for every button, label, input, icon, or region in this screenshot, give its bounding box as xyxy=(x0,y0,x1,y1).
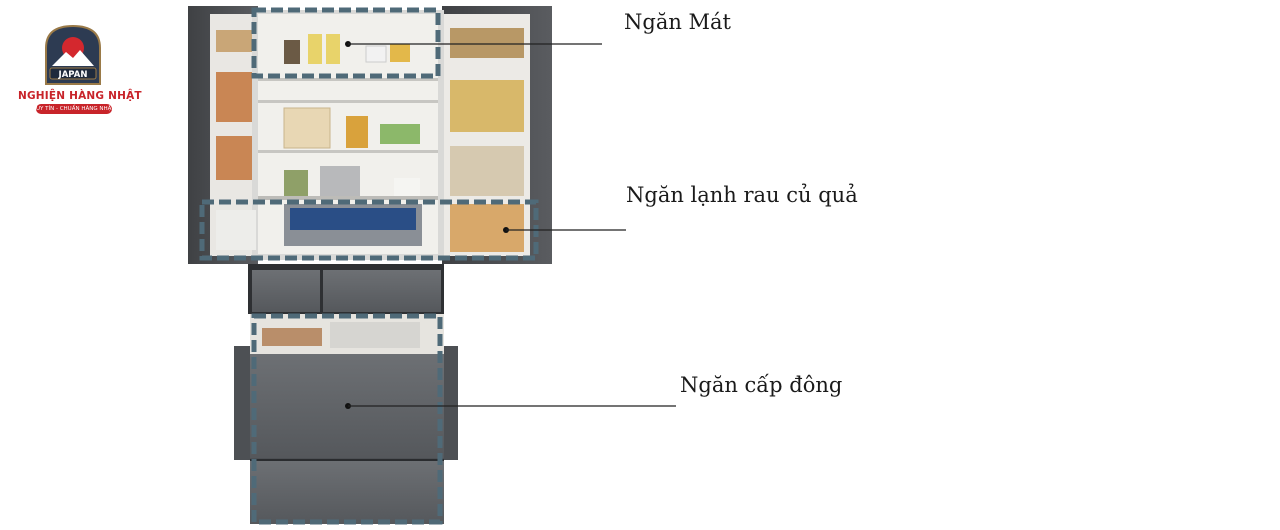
shelf xyxy=(258,150,438,153)
logo-brand-text: NGHIỆN HÀNG NHẬT xyxy=(18,90,142,102)
egg-tray xyxy=(394,178,420,196)
label-vegetable-compartment: Ngăn lạnh rau củ quả xyxy=(626,183,858,207)
jar xyxy=(390,44,410,62)
bottom-drawer xyxy=(250,460,444,524)
pot xyxy=(320,166,360,196)
door-bin xyxy=(450,80,524,132)
box xyxy=(283,107,331,149)
shelf xyxy=(258,100,438,103)
shelf xyxy=(258,196,438,200)
door-bin xyxy=(216,136,252,180)
salad-container xyxy=(380,124,420,144)
door-bin xyxy=(450,146,524,196)
callout-dot xyxy=(503,227,509,233)
shelf xyxy=(258,78,438,81)
door-bin xyxy=(450,28,524,58)
door-bin xyxy=(450,204,524,252)
freezer-compartment-outline xyxy=(251,313,443,525)
door-bin xyxy=(216,72,252,122)
logo-badge-text: JAPAN xyxy=(58,70,88,80)
refrigerator-illustration xyxy=(188,6,552,525)
vegetable-drawer-window xyxy=(290,208,416,230)
bottle xyxy=(308,34,322,64)
jar xyxy=(284,170,308,196)
brand-logo: JAPAN NGHIỆN HÀNG NHẬT UY TÍN - CHUẨN HÀ… xyxy=(18,22,142,118)
callout-dot xyxy=(345,41,351,47)
label-fridge-compartment: Ngăn Mát xyxy=(624,10,731,34)
door-bin xyxy=(216,30,252,52)
middle-drawer-left xyxy=(252,270,320,312)
pitcher xyxy=(346,116,368,148)
fridge-compartment-outline xyxy=(251,7,441,79)
label-freezer-compartment: Ngăn cấp đông xyxy=(680,373,843,397)
japan-badge-icon: JAPAN xyxy=(45,24,101,85)
door-bin xyxy=(216,210,256,250)
container xyxy=(365,45,387,63)
bottle xyxy=(326,34,340,64)
callout-dot xyxy=(345,403,351,409)
logo-slogan: UY TÍN - CHUẨN HÀNG NHẬT xyxy=(36,104,115,114)
jar xyxy=(284,40,300,64)
middle-drawer-right xyxy=(323,270,441,312)
frozen-food xyxy=(262,328,322,346)
freezer-tray xyxy=(330,322,420,348)
